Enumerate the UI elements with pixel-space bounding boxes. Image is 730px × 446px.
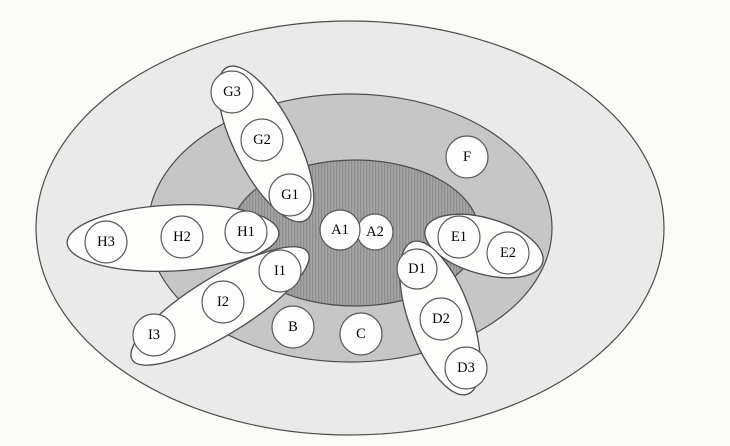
node-C-label: C bbox=[356, 326, 366, 342]
node-I2-circle bbox=[201, 280, 245, 324]
node-C: C bbox=[339, 312, 383, 356]
node-H3-label: H3 bbox=[97, 234, 115, 250]
node-G3-circle bbox=[210, 70, 254, 114]
node-D1-label: D1 bbox=[408, 261, 426, 277]
node-F: F bbox=[445, 135, 489, 179]
node-D1-circle bbox=[396, 248, 438, 290]
node-E1-label: E1 bbox=[451, 229, 467, 245]
node-B: B bbox=[271, 305, 315, 349]
node-B-label: B bbox=[288, 319, 298, 335]
node-A2: A2 bbox=[356, 213, 394, 251]
node-I1-label: I1 bbox=[274, 263, 286, 279]
node-F-label: F bbox=[463, 149, 471, 165]
node-I1: I1 bbox=[258, 249, 302, 293]
node-G1-circle bbox=[268, 173, 312, 217]
node-F-circle bbox=[445, 135, 489, 179]
node-D3-circle bbox=[444, 346, 488, 390]
node-D1: D1 bbox=[396, 248, 438, 290]
node-H1-circle bbox=[224, 210, 268, 254]
node-G3-label: G3 bbox=[223, 84, 241, 100]
node-H2-circle bbox=[160, 215, 204, 259]
node-D2-circle bbox=[419, 297, 463, 341]
node-H2: H2 bbox=[160, 215, 204, 259]
node-G1: G1 bbox=[268, 173, 312, 217]
node-E2-label: E2 bbox=[500, 245, 516, 261]
node-I2-label: I2 bbox=[217, 294, 229, 310]
node-E2: E2 bbox=[486, 231, 530, 275]
node-I3: I3 bbox=[132, 313, 176, 357]
node-D3: D3 bbox=[444, 346, 488, 390]
node-A2-label: A2 bbox=[366, 224, 384, 240]
node-E1-circle bbox=[437, 215, 481, 259]
node-E2-circle bbox=[486, 231, 530, 275]
node-G1-label: G1 bbox=[281, 187, 299, 203]
node-G2: G2 bbox=[240, 118, 284, 162]
node-H1: H1 bbox=[224, 210, 268, 254]
node-H2-label: H2 bbox=[173, 229, 191, 245]
node-H3-circle bbox=[84, 220, 128, 264]
node-I1-circle bbox=[258, 249, 302, 293]
node-B-circle bbox=[271, 305, 315, 349]
node-H3: H3 bbox=[84, 220, 128, 264]
node-E1: E1 bbox=[437, 215, 481, 259]
node-G2-circle bbox=[240, 118, 284, 162]
node-I3-label: I3 bbox=[148, 327, 160, 343]
node-G3: G3 bbox=[210, 70, 254, 114]
node-I2: I2 bbox=[201, 280, 245, 324]
node-C-circle bbox=[339, 312, 383, 356]
node-D2-label: D2 bbox=[432, 311, 450, 327]
node-A1: A1 bbox=[319, 209, 361, 251]
node-A1-label: A1 bbox=[331, 222, 349, 238]
node-D2: D2 bbox=[419, 297, 463, 341]
node-G2-label: G2 bbox=[253, 132, 271, 148]
node-H1-label: H1 bbox=[237, 224, 255, 240]
node-D3-label: D3 bbox=[457, 360, 475, 376]
node-A1-circle bbox=[319, 209, 361, 251]
node-I3-circle bbox=[132, 313, 176, 357]
